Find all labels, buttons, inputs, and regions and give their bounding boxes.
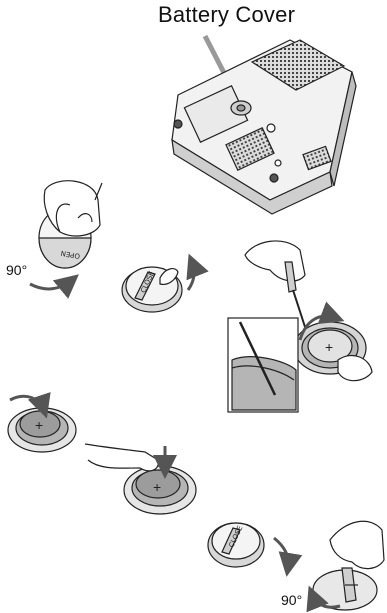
projector-bottom-view [172, 40, 356, 214]
battery-plus-symbol-1: + [325, 339, 333, 355]
cover-replace: CLOSE [208, 523, 264, 567]
hand-press-battery: + [85, 444, 196, 514]
cover-lift: CLOSE [122, 267, 182, 312]
rotate-arrow-open [30, 280, 72, 289]
screwdriver-remove-battery: + [228, 241, 372, 412]
insert-new-battery: + [8, 408, 76, 452]
hand-rotate-close [313, 521, 384, 610]
battery-plus-symbol-2: + [35, 417, 43, 433]
hand-rotate-open: OPEN [39, 181, 102, 268]
lift-arrow [188, 262, 194, 290]
battery-plus-symbol-3: + [153, 479, 161, 495]
lower-arrow [274, 538, 288, 568]
